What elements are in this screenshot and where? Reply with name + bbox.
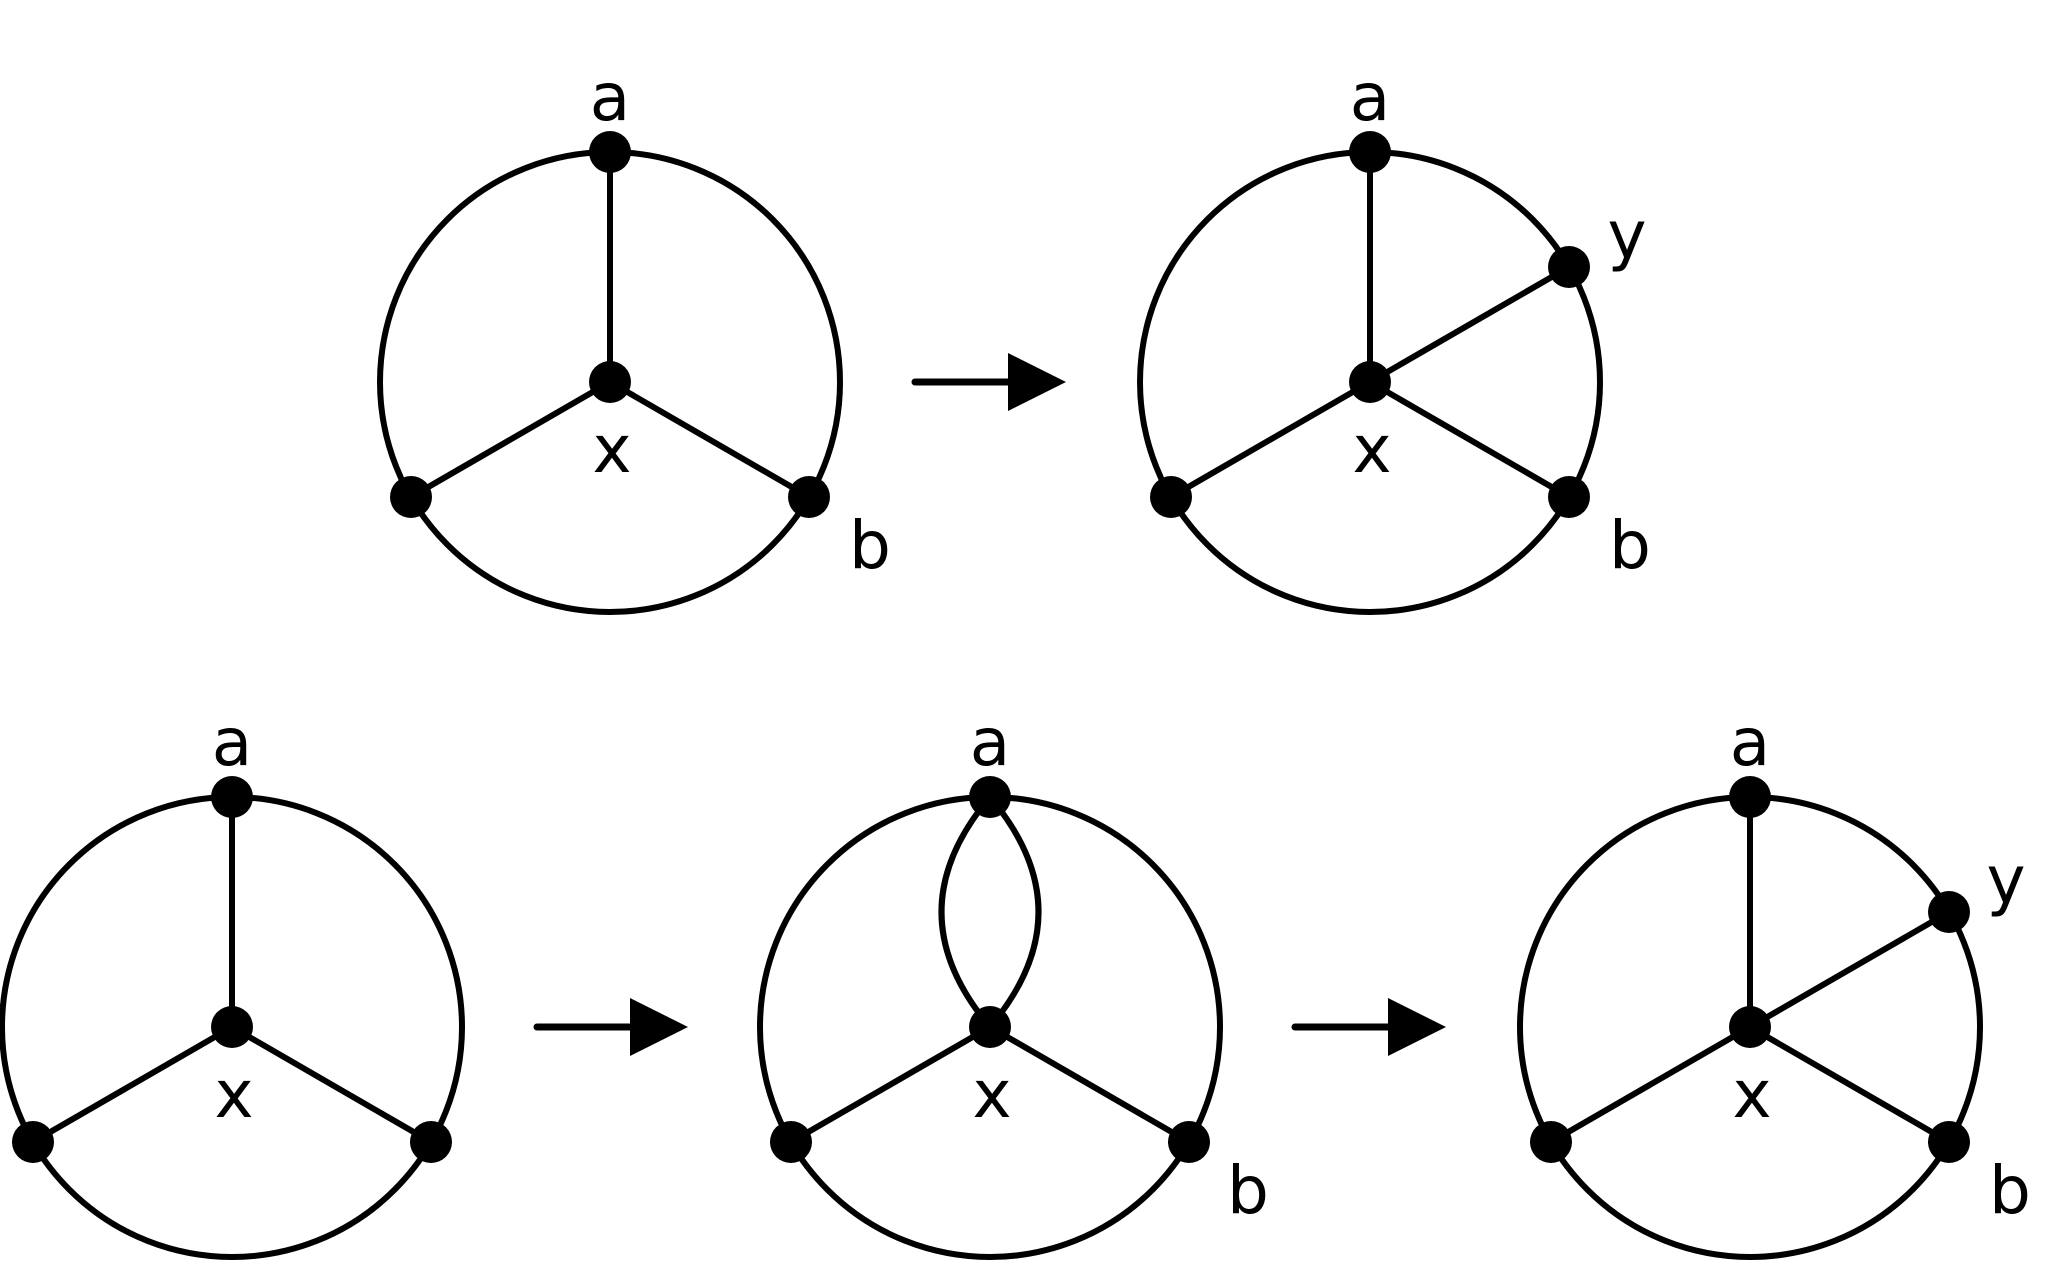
vertex-a bbox=[1729, 776, 1771, 818]
vertex-b bbox=[1548, 476, 1590, 518]
label-b: b bbox=[1227, 1152, 1269, 1229]
label-x: x bbox=[214, 1056, 253, 1133]
arrow-top bbox=[911, 353, 1066, 411]
edge-x-left bbox=[31, 1024, 234, 1145]
label-b: b bbox=[1609, 507, 1651, 584]
label-a: a bbox=[590, 59, 630, 136]
vertex-a bbox=[211, 776, 253, 818]
vertex-left bbox=[390, 476, 432, 518]
vertex-a bbox=[1349, 131, 1391, 173]
vertex-left bbox=[1530, 1121, 1572, 1163]
diagram-top-left-vertices bbox=[390, 131, 830, 518]
arrow-head bbox=[1008, 353, 1066, 411]
diagram-bottom-middle-vertices bbox=[770, 776, 1210, 1163]
arrow-head bbox=[630, 998, 688, 1056]
vertex-left bbox=[770, 1121, 812, 1163]
edge-x-left bbox=[1169, 379, 1372, 500]
edge-x-left bbox=[409, 379, 612, 500]
label-y: y bbox=[1986, 842, 2025, 919]
vertex-a bbox=[969, 776, 1011, 818]
diagram-top-right-vertices bbox=[1150, 131, 1590, 518]
vertex-left bbox=[12, 1121, 54, 1163]
edge-x-y bbox=[1748, 909, 1951, 1030]
vertex-left bbox=[1150, 476, 1192, 518]
diagram-bottom-right-vertices bbox=[1530, 776, 1970, 1163]
edge-x-b bbox=[608, 379, 811, 500]
label-a: a bbox=[970, 704, 1010, 781]
vertex-x bbox=[589, 361, 631, 403]
label-b: b bbox=[1989, 1152, 2031, 1229]
edge-x-b bbox=[1368, 379, 1571, 500]
edge-a-x-left-arc bbox=[938, 795, 993, 1029]
label-y: y bbox=[1607, 197, 1646, 274]
label-a: a bbox=[212, 704, 252, 781]
label-a: a bbox=[1350, 59, 1390, 136]
edge-x-b bbox=[1748, 1024, 1951, 1145]
edge-x-left bbox=[789, 1024, 992, 1145]
vertex-b bbox=[788, 476, 830, 518]
label-x: x bbox=[972, 1056, 1011, 1133]
arrow-bottom-1 bbox=[533, 998, 688, 1056]
label-x: x bbox=[1352, 411, 1391, 488]
vertex-y bbox=[1928, 891, 1970, 933]
edge-x-right bbox=[230, 1024, 433, 1145]
edge-a-x-right-arc bbox=[987, 795, 1042, 1029]
vertex-x bbox=[1349, 361, 1391, 403]
label-a: a bbox=[1730, 704, 1770, 781]
edge-x-b bbox=[988, 1024, 1191, 1145]
vertex-b bbox=[1168, 1121, 1210, 1163]
label-x: x bbox=[592, 411, 631, 488]
edge-x-left bbox=[1549, 1024, 1752, 1145]
vertex-x bbox=[211, 1006, 253, 1048]
label-x: x bbox=[1732, 1056, 1771, 1133]
vertex-y bbox=[1548, 246, 1590, 288]
vertex-right bbox=[410, 1121, 452, 1163]
vertex-b bbox=[1928, 1121, 1970, 1163]
label-b: b bbox=[849, 507, 891, 584]
vertex-x bbox=[1729, 1006, 1771, 1048]
diagram-bottom-left-vertices bbox=[12, 776, 452, 1163]
vertex-a bbox=[589, 131, 631, 173]
vertex-x bbox=[969, 1006, 1011, 1048]
edge-x-y bbox=[1368, 264, 1571, 385]
arrow-head bbox=[1388, 998, 1446, 1056]
arrow-bottom-2 bbox=[1291, 998, 1446, 1056]
